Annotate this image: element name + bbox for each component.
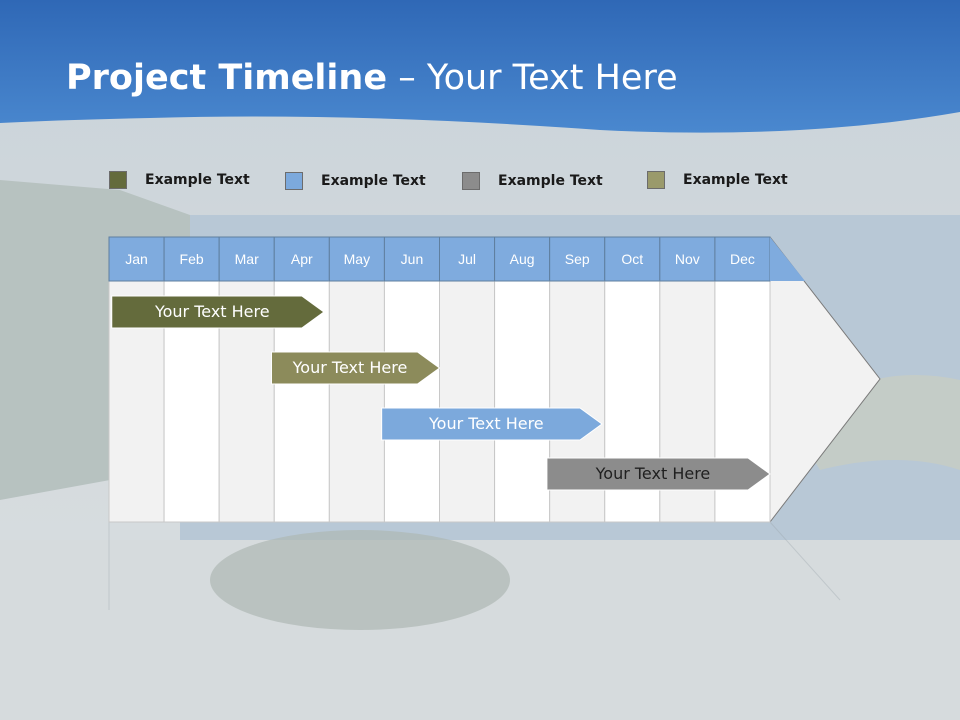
legend-label-2: Example Text [321, 173, 426, 189]
month-header-oct [604, 236, 661, 282]
month-label-may: May [343, 251, 371, 267]
header-banner [0, 0, 960, 133]
month-label-dec: Dec [729, 251, 755, 267]
timeline-reflection [108, 521, 841, 610]
task-bar-label-1: Your Text Here [154, 302, 270, 321]
task-bar-label-2: Your Text Here [292, 358, 408, 377]
month-label-oct: Oct [621, 251, 644, 267]
month-header-sep [549, 236, 606, 282]
month-label-sep: Sep [564, 251, 590, 267]
month-label-aug: Aug [509, 251, 535, 267]
month-header-apr [273, 236, 330, 282]
month-label-apr: Apr [290, 251, 313, 267]
legend-item-2: Example Text [285, 170, 426, 192]
month-header-arrow-tip [770, 237, 805, 281]
month-label-nov: Nov [674, 251, 700, 267]
month-label-jul: Jul [458, 251, 476, 267]
month-column-jun [383, 280, 440, 523]
month-label-mar: Mar [234, 251, 259, 267]
task-bar-3 [381, 407, 603, 441]
legend-item-3: Example Text [462, 170, 603, 192]
month-header-dec [714, 236, 771, 282]
legend-item-1: Example Text [109, 169, 250, 191]
legend-label-3: Example Text [498, 173, 603, 189]
month-column-may [328, 280, 385, 523]
month-label-feb: Feb [179, 251, 204, 267]
legend-label-1: Example Text [145, 172, 250, 188]
task-bar-label-3: Your Text Here [429, 414, 544, 433]
legend-swatch-1 [109, 171, 127, 189]
month-header-jan [108, 236, 165, 282]
slide-title: Project Timeline – Your Text Here [66, 58, 678, 98]
title-rest-part: – Your Text Here [387, 58, 678, 98]
month-column-aug [494, 280, 551, 523]
month-header-may [328, 236, 385, 282]
legend-swatch-2 [285, 172, 303, 190]
legend-swatch-3 [462, 172, 480, 190]
month-column-jul [439, 280, 496, 523]
legend-swatch-4 [647, 171, 665, 189]
month-label-jun: Jun [400, 251, 424, 267]
month-header-aug [494, 236, 551, 282]
legend-label-4: Example Text [683, 172, 788, 188]
task-bar-1 [111, 295, 325, 329]
task-bar-4 [546, 457, 771, 491]
month-header-feb [163, 236, 220, 282]
month-header-jul [439, 236, 496, 282]
tree-cluster [210, 530, 510, 630]
month-header-jun [383, 236, 440, 282]
month-header-mar [218, 236, 275, 282]
task-bar-label-4: Your Text Here [595, 464, 711, 483]
title-bold-part: Project Timeline [66, 58, 388, 98]
month-label-jan: Jan [125, 251, 148, 267]
legend-item-4: Example Text [647, 169, 788, 191]
task-bar-2 [270, 351, 441, 385]
month-header-nov [659, 236, 716, 282]
